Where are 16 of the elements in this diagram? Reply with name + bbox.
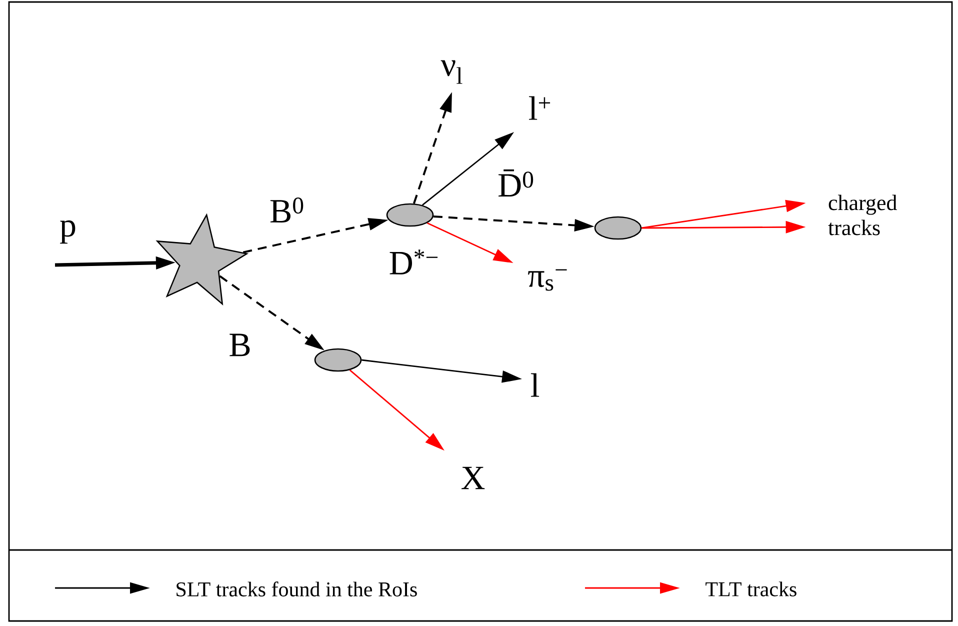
vertex-ellipse <box>314 348 362 372</box>
edge-label: p <box>58 219 78 245</box>
particle-label: π$_{s}$$^{−}$ <box>528 269 567 291</box>
track-label: charged tracks <box>828 194 897 236</box>
particle-label: ν$_{l}$ <box>440 60 462 84</box>
particle-label: X <box>461 466 485 490</box>
particle-label: l <box>530 373 540 397</box>
edge-label: B$^{0}$ <box>268 196 306 224</box>
edge-label: D̄$^{0}$ <box>496 168 536 198</box>
edge-label: B <box>228 332 252 358</box>
legend-label: TLT tracks <box>706 582 796 596</box>
particle-label: l$^{+}$ <box>529 96 550 120</box>
legend-label: SLT tracks found in the RoIs <box>176 582 417 596</box>
vertex-ellipse <box>386 203 434 227</box>
particle-label: D$^{*−}$ <box>390 250 438 274</box>
vertex-ellipse <box>594 216 642 240</box>
